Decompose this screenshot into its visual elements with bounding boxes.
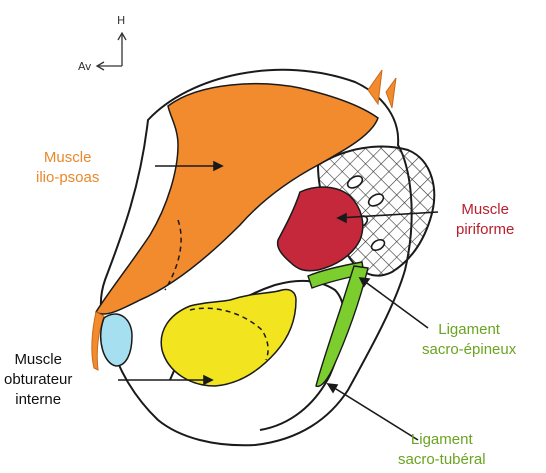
label-sacrotuberous: Ligament sacro-tubéral [398,430,486,470]
label-piriformis: Muscle piriforme [456,200,514,240]
pubic-cartilage [101,314,132,366]
forward-label: Av [78,60,91,73]
orientation-compass [97,33,126,70]
up-label: H [117,14,125,27]
label-iliopsoas: Muscle ilio-psoas [36,148,99,188]
label-sacrospinous: Ligament sacro-épineux [422,320,516,360]
label-obturator: Muscle obturateur interne [4,350,72,410]
